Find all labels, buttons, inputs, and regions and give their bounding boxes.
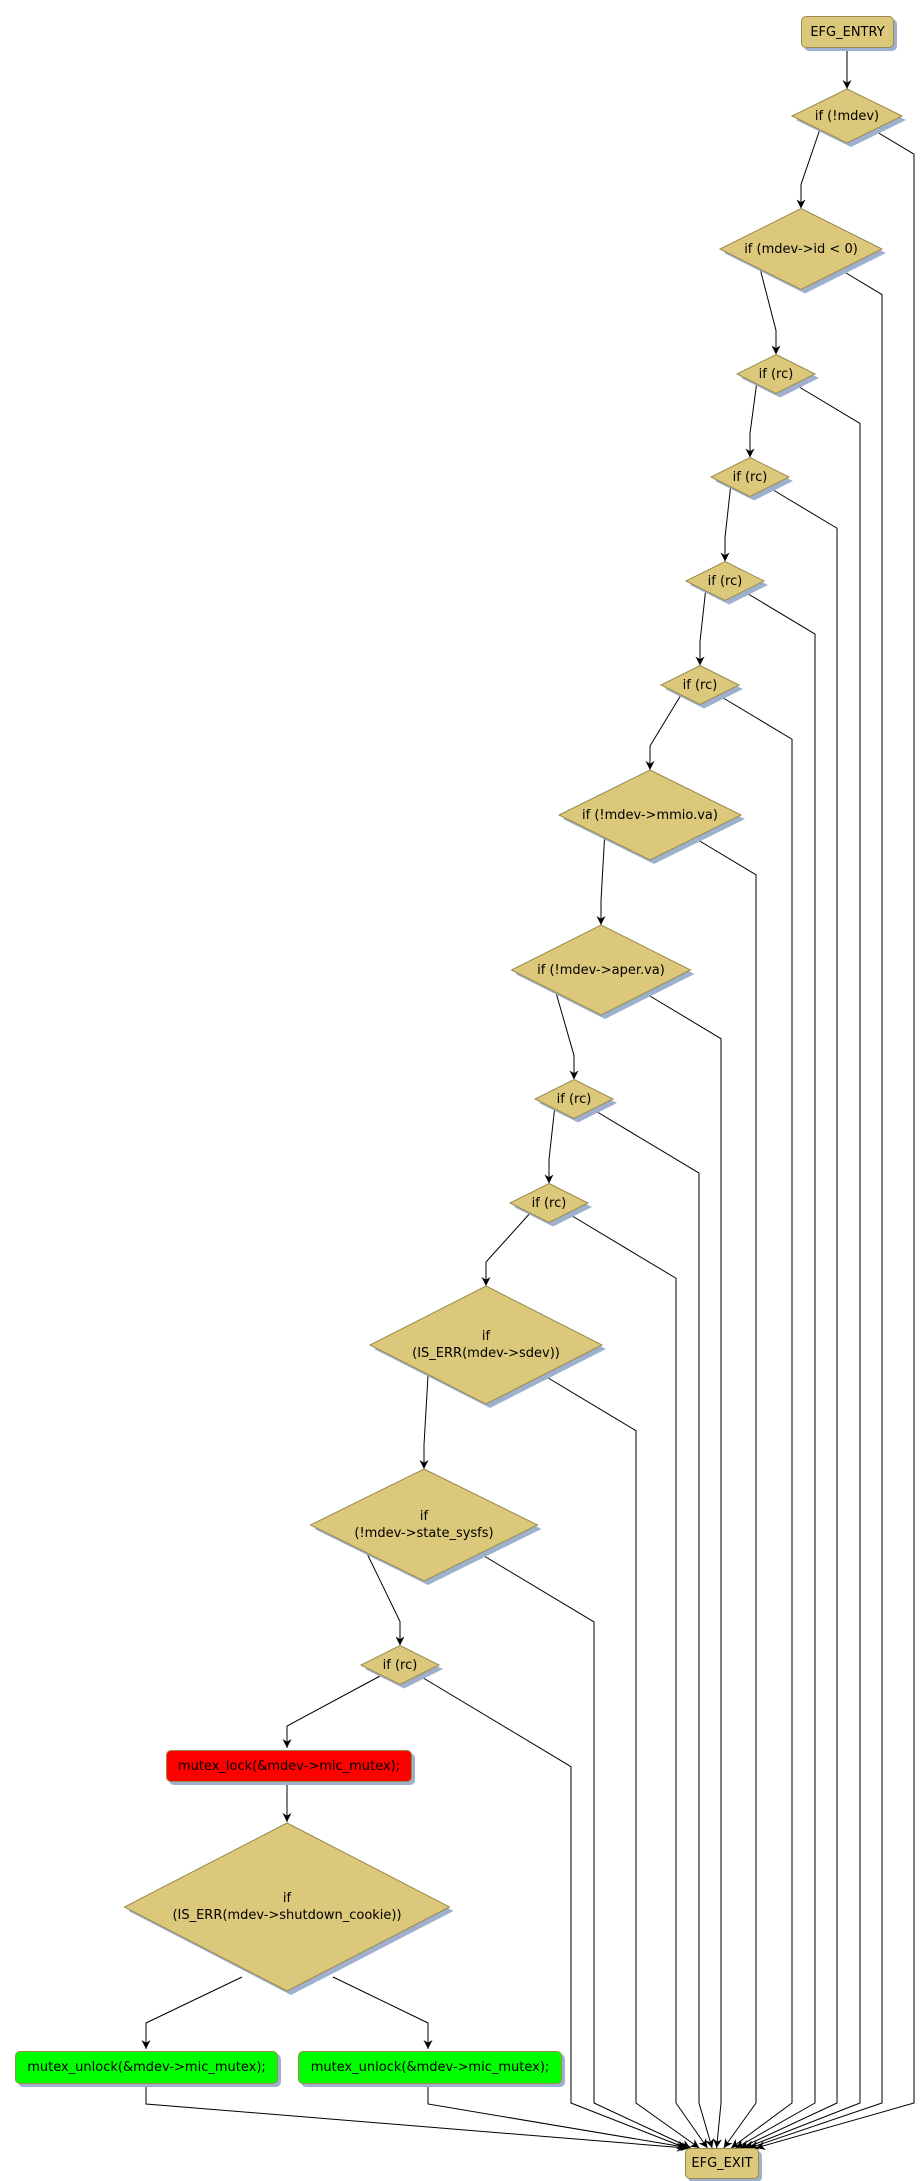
edge-true-d6 (645, 695, 681, 770)
statement-node-entry[interactable]: EFG_ENTRY (801, 16, 894, 48)
edge-false-d8 (645, 993, 722, 2149)
decision-d1-shape (790, 88, 904, 144)
edge-false-d14 (332, 1976, 433, 2049)
edge-true-d4 (720, 487, 731, 562)
decision-d4-shape (709, 456, 791, 498)
decision-d2-shape (718, 207, 884, 291)
edge-true-d8 (555, 993, 579, 1080)
edge-unlock1 (145, 2084, 687, 2152)
decision-d6-shape (659, 664, 741, 706)
statement-node-exit[interactable]: EFG_EXIT (685, 2148, 759, 2179)
edge-false-d13 (419, 1675, 687, 2149)
decision-d10-shape (508, 1182, 590, 1224)
edge-true-d14 (141, 1976, 243, 2049)
edge-false-d12 (480, 1553, 691, 2149)
statement-node-lock[interactable]: mutex_lock(&mdev->mic_mutex); (166, 1750, 412, 1782)
statement-node-unlock2[interactable]: mutex_unlock(&mdev->mic_mutex); (298, 2051, 562, 2084)
edge-unlock2 (427, 2084, 691, 2151)
edge-true-d3 (745, 384, 757, 458)
edge-false-d6 (719, 695, 793, 2149)
decision-d8-shape (510, 924, 692, 1016)
decision-d7-shape (557, 769, 743, 861)
edge-false-d10 (568, 1213, 708, 2149)
edge-false-d3 (744, 384, 861, 2149)
decision-d14-shape (123, 1822, 451, 1992)
edge-false-d2 (749, 269, 883, 2150)
edge-true-d2 (760, 270, 781, 355)
decision-d3-shape (735, 353, 817, 395)
edge-false-d5 (735, 591, 816, 2149)
statement-node-unlock1[interactable]: mutex_unlock(&mdev->mic_mutex); (15, 2051, 278, 2084)
edge-true-d1 (796, 130, 820, 209)
edge-true-d5 (695, 591, 706, 666)
edge-true-d11 (419, 1375, 429, 1469)
edge-true-d12 (366, 1553, 405, 1646)
edge-false-d11 (543, 1375, 700, 2149)
edge-true-d10 (481, 1213, 530, 1286)
edge-false-d1 (755, 130, 915, 2150)
edge-false-d9 (593, 1109, 714, 2149)
decision-d5-shape (684, 560, 766, 602)
edge-true-d13 (282, 1675, 381, 1748)
edge-true-d7 (596, 838, 606, 925)
decision-d11-shape (368, 1285, 604, 1405)
edge-true-d9 (544, 1109, 555, 1184)
edge-false-d7 (695, 838, 757, 2149)
decision-d9-shape (533, 1078, 615, 1120)
edge-false-d4 (740, 487, 838, 2149)
decision-d12-shape (309, 1468, 539, 1582)
decision-d13-shape (359, 1644, 441, 1686)
